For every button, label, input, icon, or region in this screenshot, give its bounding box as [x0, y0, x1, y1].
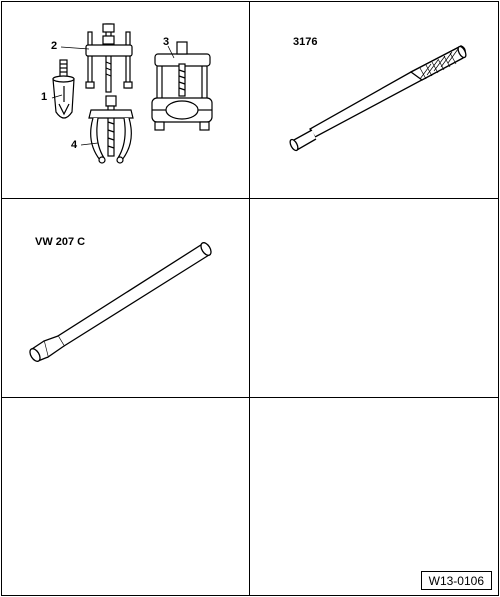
callout-4: 4 [71, 139, 78, 151]
cell-puller-set: 1 2 3 4 [1, 1, 250, 199]
tool-vw207c-drawing [29, 242, 212, 362]
tool-4-two-arm-puller [88, 95, 134, 164]
cell-empty-3: W13-0106 [249, 397, 499, 596]
cell-tool-3176: 3176 [249, 1, 499, 199]
puller-set-drawing [51, 23, 213, 164]
callout-2: 2 [51, 40, 58, 52]
tool-vw207c-label: VW 207 C [35, 236, 86, 248]
figure-reference: W13-0106 [420, 571, 492, 590]
tool-1-adapter [52, 59, 75, 119]
knurled-grip [419, 48, 459, 80]
tool-2-crossbar [85, 23, 133, 93]
cell-empty-2 [1, 397, 250, 596]
tool-3-separator [151, 41, 213, 131]
callout-3: 3 [163, 36, 170, 48]
callout-leaders [51, 45, 175, 146]
tool-3176-drawing [289, 45, 467, 152]
cell-empty-1 [249, 198, 499, 398]
tool-3176-label: 3176 [293, 36, 318, 48]
cell-tool-vw207c: VW 207 C [1, 198, 250, 398]
callout-1: 1 [41, 91, 48, 103]
